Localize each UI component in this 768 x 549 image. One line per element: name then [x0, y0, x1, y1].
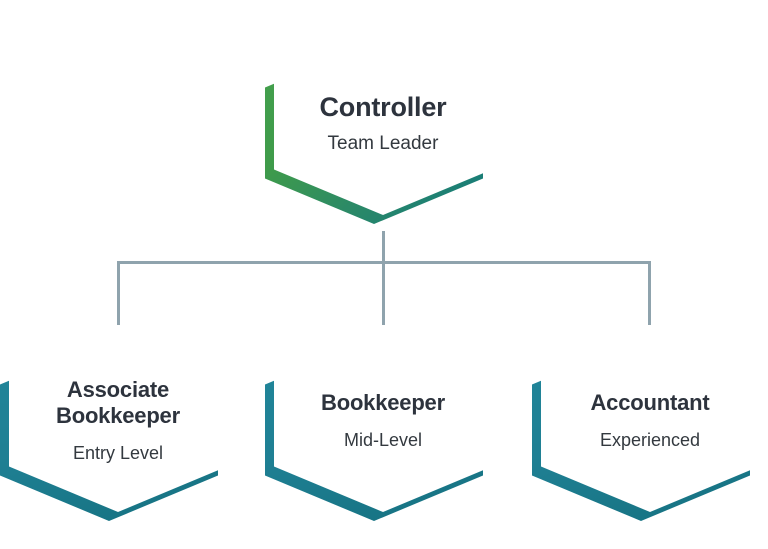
org-node-associate-bookkeeper[interactable]: Associate Bookkeeper Entry Level [0, 330, 227, 521]
org-node-controller[interactable]: Controller Team Leader [265, 33, 492, 224]
org-node-accountant[interactable]: Accountant Experienced [532, 330, 759, 521]
hexagon-face [274, 330, 492, 512]
org-node-content: Associate Bookkeeper Entry Level [9, 330, 227, 512]
org-node-subtitle: Experienced [599, 430, 701, 451]
org-node-title: Associate Bookkeeper [56, 377, 180, 429]
org-node-title: Accountant [590, 390, 710, 416]
org-node-content: Bookkeeper Mid-Level [274, 330, 492, 512]
org-node-title: Bookkeeper [321, 390, 445, 416]
org-node-bookkeeper[interactable]: Bookkeeper Mid-Level [265, 330, 492, 521]
org-node-subtitle: Entry Level [72, 443, 164, 464]
hexagon-face [541, 330, 759, 512]
org-node-subtitle: Team Leader [327, 133, 439, 155]
org-node-content: Controller Team Leader [274, 33, 492, 215]
org-node-title: Controller [319, 92, 447, 123]
org-node-content: Accountant Experienced [541, 330, 759, 512]
org-node-subtitle: Mid-Level [343, 430, 423, 451]
hexagon-face [9, 330, 227, 512]
